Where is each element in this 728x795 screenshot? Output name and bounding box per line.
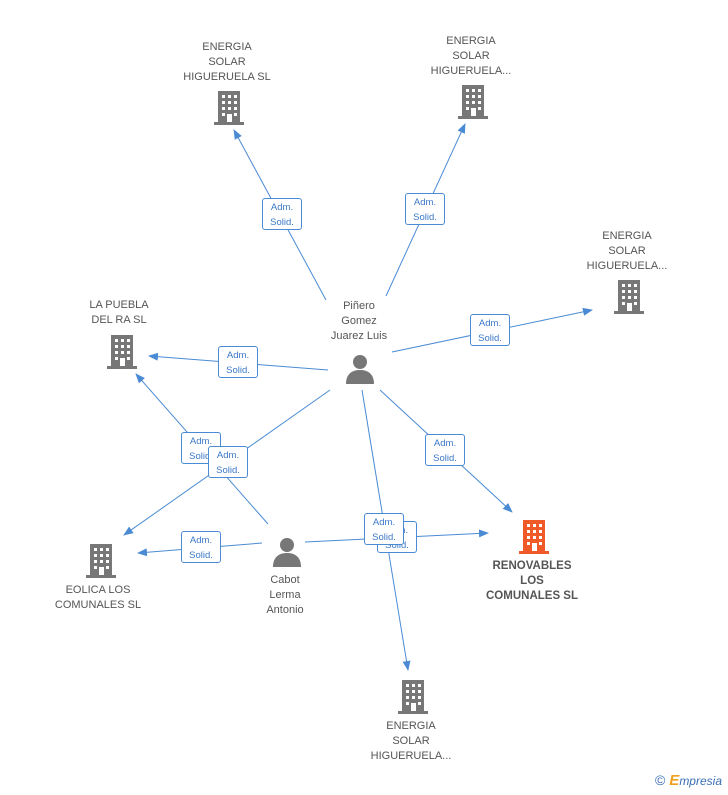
building-icon: [107, 335, 137, 369]
building-icon: [458, 85, 488, 119]
node-label: RENOVABLES LOS COMUNALES SL: [486, 560, 578, 602]
node-label: Piñero Gomez Juarez Luis: [330, 300, 388, 342]
node-label: ENERGIA SOLAR HIGUERUELA SL: [183, 41, 271, 83]
edge-label-badge[interactable]: Adm. Solid.: [208, 446, 248, 478]
edge-label-badge[interactable]: Adm. Solid.: [470, 314, 510, 346]
building-icon: [398, 680, 428, 714]
brand-name: mpresia: [679, 774, 722, 788]
copyright-symbol: ©: [654, 772, 666, 788]
node-label: Cabot Lerma Antonio: [266, 574, 304, 616]
node-label: EOLICA LOS COMUNALES SL: [54, 584, 142, 611]
edge-label-badge[interactable]: Adm. Solid.: [218, 346, 258, 378]
node-label: LA PUEBLA DEL RA SL: [89, 299, 149, 326]
building-icon: [86, 544, 116, 578]
node-label: ENERGIA SOLAR HIGUERUELA...: [586, 230, 668, 272]
node-label: ENERGIA SOLAR HIGUERUELA...: [430, 35, 512, 77]
person-icon: [273, 538, 301, 567]
building-icon: [614, 280, 644, 314]
edge-label-badge[interactable]: Adm. Solid.: [262, 198, 302, 230]
node-label: ENERGIA SOLAR HIGUERUELA...: [370, 720, 452, 762]
edge-label-badge[interactable]: Adm. Solid.: [364, 513, 404, 545]
edge-label-badge[interactable]: Adm. Solid.: [425, 434, 465, 466]
building-icon: [214, 91, 244, 125]
edge-label-badge[interactable]: Adm. Solid.: [405, 193, 445, 225]
edge-label-badge[interactable]: Adm. Solid.: [181, 531, 221, 563]
brand-initial: E: [669, 772, 680, 789]
building-icon: [519, 520, 549, 554]
person-icon: [346, 355, 374, 384]
empresia-watermark: ©Empresia: [655, 772, 722, 789]
